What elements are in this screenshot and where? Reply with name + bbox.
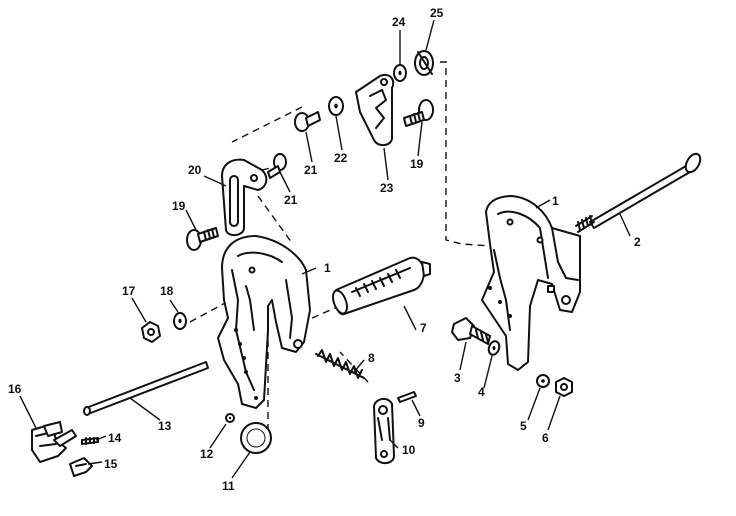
spring bbox=[315, 349, 365, 379]
callout-1b: 1 bbox=[552, 194, 559, 208]
callout-2: 2 bbox=[634, 235, 641, 249]
callout-4: 4 bbox=[478, 385, 485, 399]
hex-bolt bbox=[451, 317, 491, 345]
callout-19b: 19 bbox=[410, 157, 424, 171]
washer-22 bbox=[328, 96, 344, 116]
callout-22: 22 bbox=[334, 151, 348, 165]
callout-17: 17 bbox=[122, 284, 136, 298]
callout-21b: 21 bbox=[284, 193, 298, 207]
clip bbox=[69, 457, 93, 477]
small-stud-left bbox=[267, 153, 287, 179]
pivot-hole bbox=[293, 339, 303, 349]
hex-nut bbox=[555, 377, 573, 397]
callout-6: 6 bbox=[542, 431, 549, 445]
callout-9: 9 bbox=[418, 416, 425, 430]
callout-11: 11 bbox=[222, 479, 235, 493]
right-clamp-bracket bbox=[481, 195, 581, 371]
washer-24 bbox=[393, 64, 407, 82]
callout-3: 3 bbox=[454, 371, 461, 385]
washer-4 bbox=[487, 340, 501, 356]
small-washer bbox=[225, 413, 235, 423]
tilt-tube bbox=[332, 256, 431, 316]
washer-18 bbox=[173, 312, 187, 330]
lock-ring bbox=[414, 50, 434, 76]
callout-19a: 19 bbox=[172, 199, 186, 213]
callout-21a: 21 bbox=[304, 163, 318, 177]
knob-nut bbox=[141, 321, 161, 343]
callout-labels: 1 1 2 3 4 5 6 7 8 9 10 11 12 13 14 15 16… bbox=[8, 6, 641, 493]
leader-lines bbox=[19, 19, 631, 479]
cotter-pin bbox=[397, 391, 417, 403]
callout-20: 20 bbox=[188, 163, 202, 177]
callout-16: 16 bbox=[8, 382, 22, 396]
callout-24: 24 bbox=[392, 15, 406, 29]
callout-13: 13 bbox=[158, 419, 172, 433]
small-screw bbox=[81, 437, 99, 445]
callout-5: 5 bbox=[520, 419, 527, 433]
tilt-tube-bolt bbox=[575, 152, 702, 233]
stud-right bbox=[403, 99, 434, 127]
callout-25: 25 bbox=[430, 6, 444, 20]
handle bbox=[31, 421, 77, 463]
callout-8: 8 bbox=[368, 351, 375, 365]
washer-5 bbox=[536, 374, 550, 388]
small-stud-right bbox=[294, 111, 321, 132]
left-clamp-bracket bbox=[217, 235, 311, 409]
disc bbox=[240, 422, 272, 454]
stud-left bbox=[186, 227, 219, 251]
callout-10: 10 bbox=[402, 443, 416, 457]
callout-18: 18 bbox=[160, 284, 174, 298]
callout-15: 15 bbox=[104, 457, 118, 471]
notched-plate bbox=[355, 74, 395, 146]
callout-1a: 1 bbox=[324, 261, 331, 275]
rod bbox=[83, 361, 209, 416]
callout-7: 7 bbox=[420, 321, 427, 335]
callout-14: 14 bbox=[108, 431, 122, 445]
callout-23: 23 bbox=[380, 181, 394, 195]
slotted-plate bbox=[221, 158, 268, 236]
callout-12: 12 bbox=[200, 447, 214, 461]
lever bbox=[373, 398, 395, 464]
